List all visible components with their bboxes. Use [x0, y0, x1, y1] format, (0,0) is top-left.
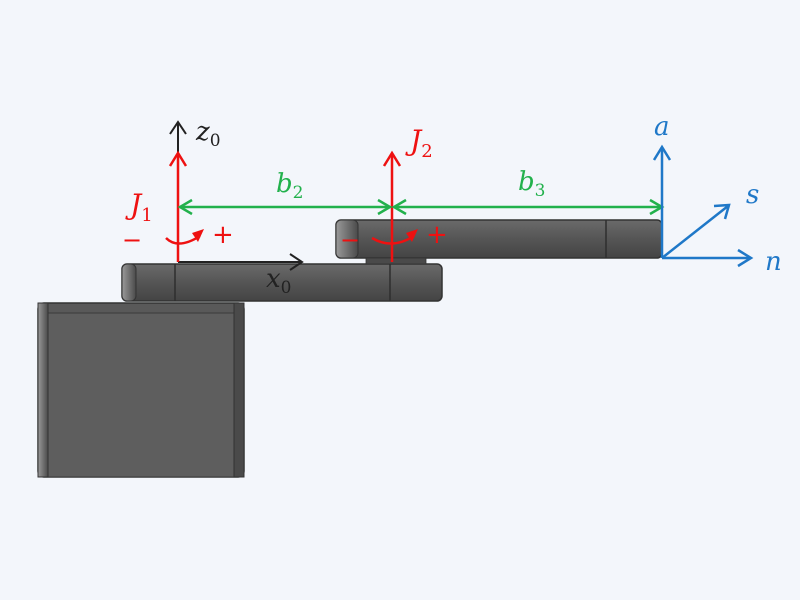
dimension-b3: b3	[391, 167, 665, 216]
joint-1-label: J1	[125, 188, 153, 226]
tool-n-label: n	[765, 247, 782, 277]
link-1	[121, 263, 443, 302]
dimension-b2-left-arrow	[177, 198, 193, 216]
dimension-b2-label: b2	[276, 169, 303, 203]
tool-n-arrowhead	[737, 248, 754, 268]
joint-1-rotation-arrowhead	[192, 229, 204, 242]
dimension-b2: b2	[177, 169, 393, 216]
joint-1-arrowhead	[168, 150, 188, 167]
joint-2-label: J2	[405, 124, 433, 162]
x0-label: x0	[266, 264, 292, 298]
tool-a-arrowhead	[652, 144, 672, 161]
dimension-b3-left-arrow	[391, 198, 407, 216]
dimension-b3-label: b3	[518, 167, 545, 201]
tool-a-label: a	[654, 112, 670, 142]
joint-1: J1 − +	[122, 150, 234, 262]
dimension-b2-right-arrow	[377, 198, 393, 216]
robot-base	[37, 302, 245, 478]
joint-2-rotation-arrowhead	[406, 229, 418, 242]
joint-1-minus: −	[122, 226, 142, 254]
joint-2: J2 − +	[340, 124, 448, 262]
tool-frame: a s n	[652, 112, 782, 277]
x0-arrowhead	[289, 253, 304, 271]
z0-arrowhead	[169, 120, 187, 135]
joint-2-plus: +	[426, 220, 448, 250]
z0-label: z0	[195, 117, 221, 151]
tool-s-axis	[661, 205, 729, 259]
joint-1-plus: +	[212, 220, 234, 250]
tool-s-label: s	[746, 180, 759, 210]
tool-s-arrowhead	[713, 203, 731, 220]
joint-2-minus: −	[340, 226, 360, 254]
joint-2-arrowhead	[382, 150, 402, 167]
